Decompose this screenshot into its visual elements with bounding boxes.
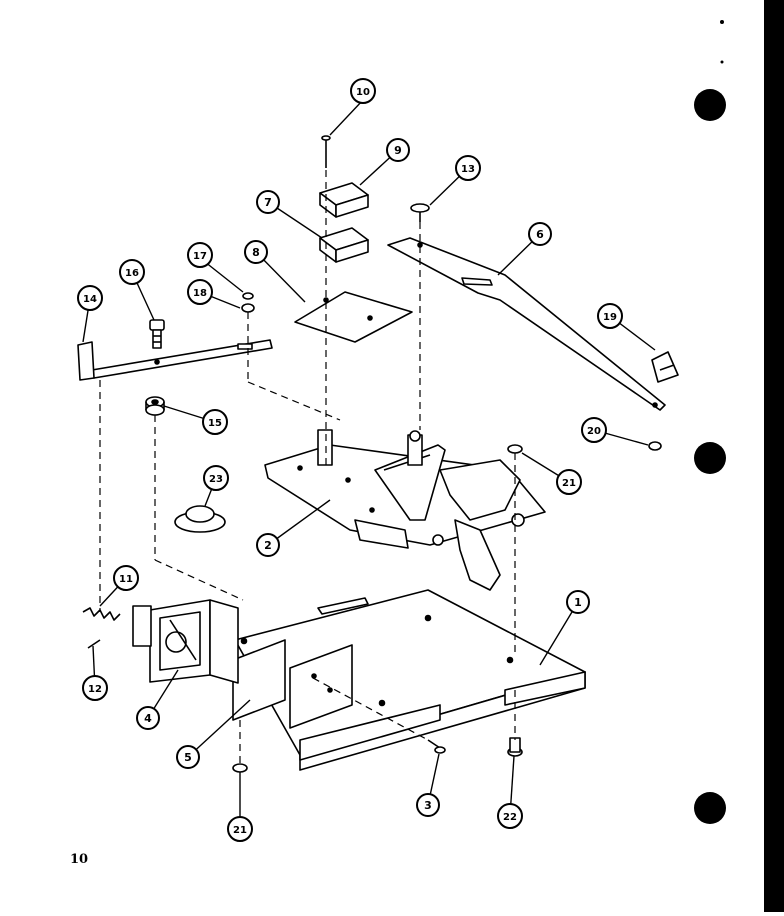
svg-text:1: 1 <box>574 596 582 609</box>
callout-21a: 21 <box>556 469 582 495</box>
callout-19: 19 <box>597 303 623 329</box>
part-bracket <box>232 639 353 729</box>
part-spring-11 <box>82 607 121 621</box>
callout-10: 10 <box>350 78 376 104</box>
page-number: 10 <box>70 852 89 867</box>
callout-2: 2 <box>256 533 280 557</box>
binder-hole-top <box>694 89 726 121</box>
part-foot-22 <box>507 737 523 757</box>
callout-21b: 21 <box>227 816 253 842</box>
svg-text:2: 2 <box>264 539 272 552</box>
binder-holes <box>694 20 726 824</box>
svg-text:9: 9 <box>394 144 402 157</box>
callout-14: 14 <box>77 285 103 311</box>
callout-20: 20 <box>581 417 607 443</box>
svg-text:23: 23 <box>209 474 223 485</box>
svg-text:16: 16 <box>125 268 139 279</box>
speck-mark <box>720 20 724 24</box>
part-washer-21-upper <box>507 444 523 454</box>
svg-text:21: 21 <box>233 825 247 836</box>
part-switch-block-upper <box>319 182 369 218</box>
callout-5: 5 <box>176 745 200 769</box>
part-lever-arm <box>387 237 666 411</box>
callout-23: 23 <box>203 465 229 491</box>
part-washer-17 <box>242 292 254 300</box>
svg-text:4: 4 <box>144 712 152 725</box>
svg-text:5: 5 <box>184 751 192 764</box>
binder-hole-bottom <box>694 792 726 824</box>
scan-edge-bar <box>764 0 784 912</box>
speck-mark <box>720 60 724 64</box>
callout-12: 12 <box>82 675 108 701</box>
svg-text:3: 3 <box>424 799 432 812</box>
svg-text:20: 20 <box>587 426 601 437</box>
callout-6: 6 <box>528 222 552 246</box>
part-motor <box>132 599 239 684</box>
callout-bubbles: 1 2 3 4 5 6 7 8 9 10 11 12 13 14 15 16 1… <box>77 78 623 842</box>
callout-1: 1 <box>566 590 590 614</box>
callout-15: 15 <box>202 409 228 435</box>
part-bolt-16 <box>149 319 165 349</box>
callout-7: 7 <box>256 190 280 214</box>
part-nut-20 <box>648 441 662 451</box>
callout-4: 4 <box>136 706 160 730</box>
callout-13: 13 <box>455 155 481 181</box>
svg-text:14: 14 <box>83 294 97 305</box>
part-screw-12 <box>87 639 101 649</box>
svg-text:13: 13 <box>461 164 475 175</box>
callout-17: 17 <box>187 242 213 268</box>
part-screw-3 <box>427 739 446 754</box>
svg-text:11: 11 <box>119 574 133 585</box>
part-knob <box>651 351 679 383</box>
part-cover-plate <box>294 291 413 343</box>
part-strip-bracket <box>77 339 273 381</box>
svg-text:6: 6 <box>536 228 544 241</box>
callout-9: 9 <box>386 138 410 162</box>
svg-text:17: 17 <box>193 251 207 262</box>
part-rivet-13 <box>410 203 430 222</box>
part-screw-10 <box>321 135 331 168</box>
part-washer-21-lower <box>232 763 248 773</box>
callout-16: 16 <box>119 259 145 285</box>
callout-8: 8 <box>244 240 268 264</box>
part-thermostat <box>174 505 226 533</box>
callout-11: 11 <box>113 565 139 591</box>
callout-22: 22 <box>497 803 523 829</box>
svg-text:22: 22 <box>503 812 517 823</box>
binder-hole-middle <box>694 442 726 474</box>
callout-3: 3 <box>416 793 440 817</box>
svg-text:8: 8 <box>252 246 260 259</box>
assembly-lines <box>99 170 516 765</box>
svg-text:10: 10 <box>356 87 370 98</box>
svg-text:18: 18 <box>193 288 207 299</box>
part-switch-block-lower <box>319 227 369 263</box>
svg-text:19: 19 <box>603 312 617 323</box>
svg-text:21: 21 <box>562 478 576 489</box>
svg-text:7: 7 <box>264 196 272 209</box>
part-washer-18 <box>241 303 255 313</box>
svg-text:12: 12 <box>88 684 102 695</box>
svg-text:15: 15 <box>208 418 222 429</box>
callout-18: 18 <box>187 279 213 305</box>
part-spacer-15 <box>145 396 165 416</box>
part-mechanism-plate <box>264 429 546 591</box>
part-base-plate <box>234 589 586 771</box>
